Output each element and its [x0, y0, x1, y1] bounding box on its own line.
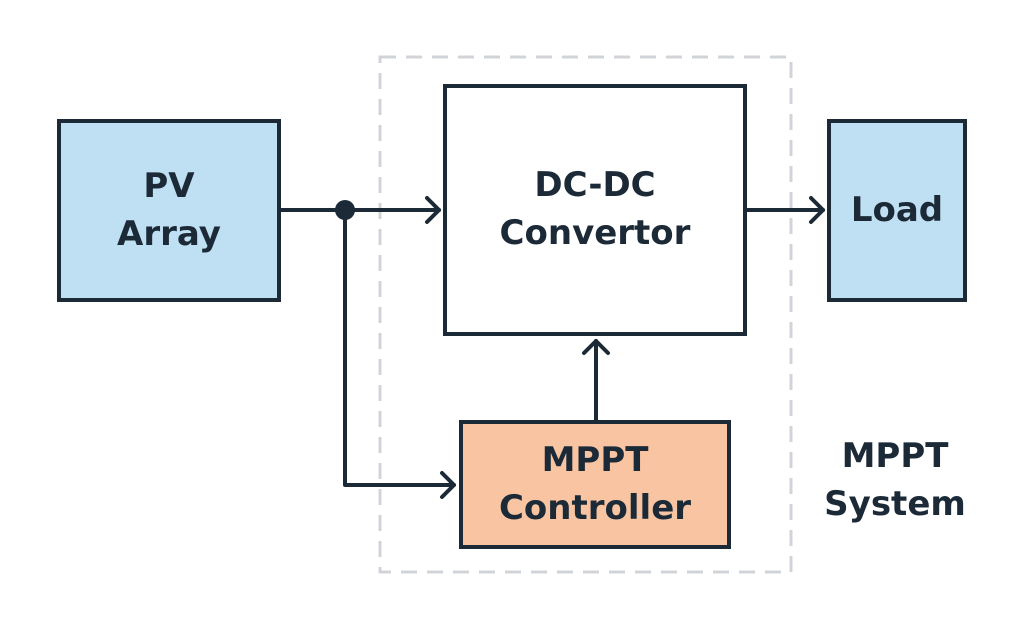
pv-array-block: PV Array [57, 119, 281, 302]
controller-label-line2: Controller [498, 487, 692, 528]
converter-label-line2: Convertor [499, 213, 691, 253]
mppt-system-boundary [378, 55, 793, 574]
controller-label-line1: MPPT [541, 439, 649, 480]
converter-input-arrowhead [425, 196, 441, 224]
mppt-controller-block: MPPT Controller [459, 420, 731, 549]
dc-dc-converter-block: DC-DC Convertor [443, 84, 747, 336]
control-signal-arrowhead [582, 339, 610, 355]
pv-array-label-line1: PV [143, 165, 195, 206]
converter-label-line1: DC-DC [534, 165, 656, 206]
pv-to-controller-wire [343, 208, 456, 487]
mppt-system-label: MPPT System [805, 433, 985, 528]
load-input-arrowhead [809, 196, 825, 224]
pv-array-label-line2: Array [117, 213, 221, 254]
system-label-line2: System [824, 483, 966, 524]
system-label-line1: MPPT [841, 436, 949, 476]
controller-input-arrowhead [440, 471, 456, 499]
load-block: Load [827, 119, 967, 302]
junction-node [335, 200, 355, 220]
load-label: Load [850, 189, 944, 230]
